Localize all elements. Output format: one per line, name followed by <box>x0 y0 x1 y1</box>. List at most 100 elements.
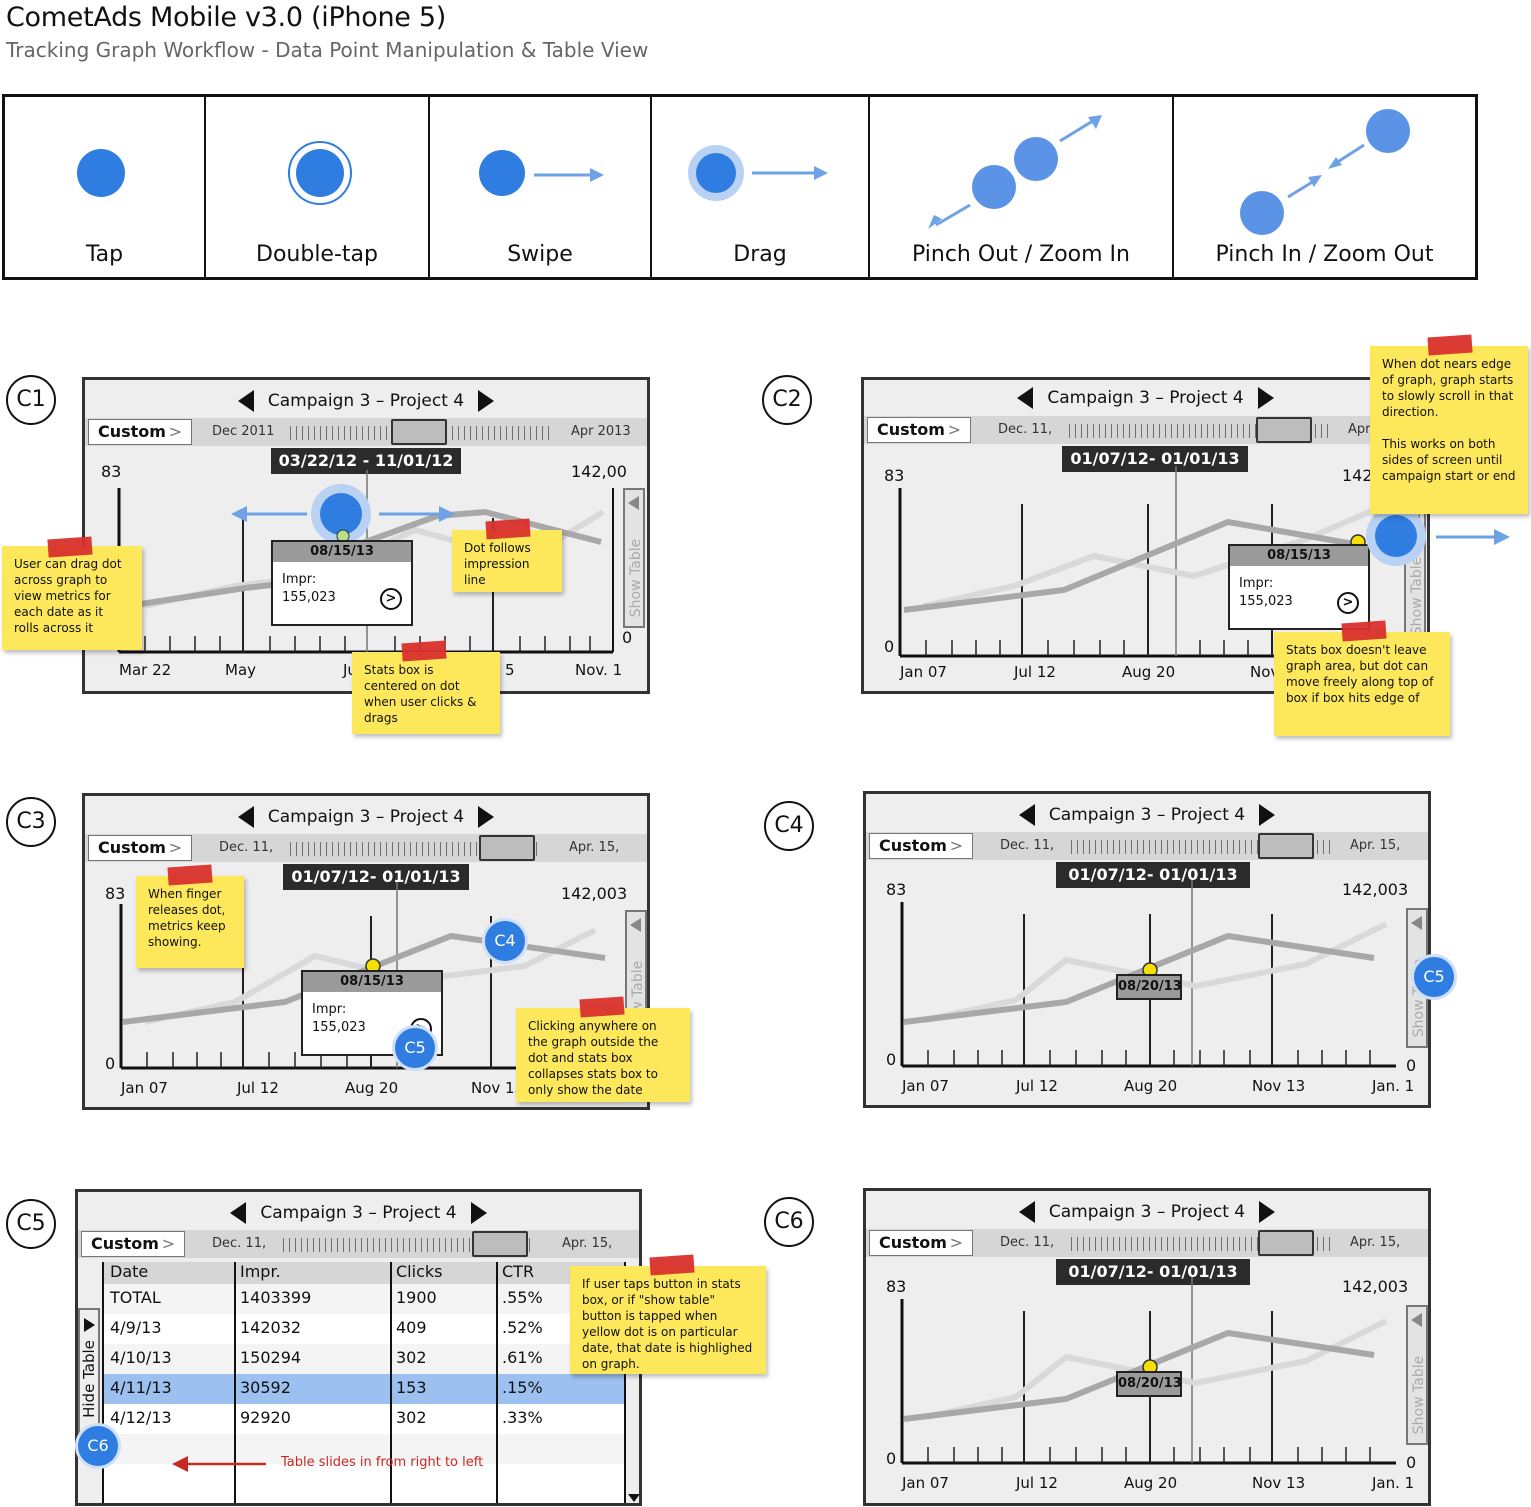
prev-campaign-icon[interactable] <box>237 390 254 412</box>
timeline-ticks <box>290 842 540 856</box>
hide-table-tab[interactable]: Hide Table <box>78 1308 100 1438</box>
drag-dot-c2[interactable] <box>1360 500 1520 572</box>
collapsed-date-chip[interactable]: 08/20/13 <box>1116 974 1182 1000</box>
y-axis-min-right: 0 <box>1406 1056 1417 1075</box>
y-axis-min: 0 <box>886 1449 897 1468</box>
gesture-label: Swipe <box>507 242 573 267</box>
marker-c4[interactable]: C4 <box>482 918 528 964</box>
prev-campaign-icon[interactable] <box>237 806 254 828</box>
x-axis-label: Jul 12 <box>1014 663 1056 681</box>
marker-c5[interactable]: C5 <box>392 1025 438 1071</box>
phone-screen-c6: Campaign 3 – Project 4 Custom> Dec. 11, … <box>863 1188 1431 1506</box>
timeline-bar: Custom> Dec. 11, Apr. 15, <box>866 1229 1428 1257</box>
x-axis-label: Aug 20 <box>345 1079 399 1097</box>
column-header[interactable]: Impr. <box>240 1262 281 1281</box>
graph-c1[interactable] <box>85 380 650 694</box>
marker-c5[interactable]: C5 <box>1411 954 1457 1000</box>
stats-box[interactable]: 08/15/13 Impr: 155,023 > <box>271 540 413 626</box>
column-header[interactable]: Date <box>110 1262 149 1281</box>
phone-screen-c4: Campaign 3 – Project 4 Custom> Dec. 11, … <box>863 791 1431 1108</box>
table-row[interactable] <box>104 1434 639 1464</box>
custom-range-button[interactable]: Custom> <box>869 1230 973 1256</box>
step-label-c3: C3 <box>6 797 56 847</box>
timeline-thumb[interactable] <box>391 419 447 445</box>
timeline-ticks <box>283 1238 533 1252</box>
campaign-title: Campaign 3 – Project 4 <box>1048 1202 1246 1222</box>
page-subtitle: Tracking Graph Workflow - Data Point Man… <box>6 38 649 62</box>
next-campaign-icon[interactable] <box>1259 804 1276 826</box>
show-table-tab[interactable]: Show Table <box>623 488 645 628</box>
stats-box[interactable]: 08/15/13 Impr: 155,023 > <box>1228 544 1370 630</box>
campaign-nav: Campaign 3 – Project 4 <box>85 386 647 416</box>
stats-value: 155,023 <box>1239 594 1293 609</box>
sticky-note: Clicking anywhere on the graph outside t… <box>516 1008 690 1102</box>
show-table-tab[interactable]: Show Table <box>1406 1305 1428 1445</box>
y-axis-max-left: 83 <box>884 466 905 485</box>
next-campaign-icon[interactable] <box>478 806 495 828</box>
next-campaign-icon[interactable] <box>478 390 495 412</box>
x-axis-label: Jul 12 <box>1016 1077 1058 1095</box>
next-campaign-icon[interactable] <box>1259 1201 1276 1223</box>
timeline-thumb[interactable] <box>479 835 535 861</box>
table-row[interactable] <box>104 1464 639 1494</box>
x-axis-label: Aug 20 <box>1122 663 1176 681</box>
graph-c4[interactable] <box>866 794 1431 1108</box>
stats-label: Impr: <box>312 1002 347 1017</box>
column-header[interactable]: CTR <box>502 1262 535 1281</box>
custom-range-button[interactable]: Custom> <box>867 417 971 443</box>
timeline-thumb[interactable] <box>1256 417 1312 443</box>
date-range-label: 01/07/12- 01/01/13 <box>1062 446 1248 472</box>
sticky-note: Stats box is centered on dot when user c… <box>352 652 500 734</box>
sticky-note: If user taps button in stats box, or if … <box>570 1266 766 1374</box>
stats-detail-button[interactable]: > <box>1337 592 1359 614</box>
marker-c6[interactable]: C6 <box>75 1423 121 1469</box>
x-axis-label: Nov <box>1250 663 1280 681</box>
pinch-out-icon <box>928 115 1102 229</box>
stats-detail-button[interactable]: > <box>380 588 402 610</box>
graph-c6[interactable] <box>866 1191 1431 1506</box>
timeline-start-date: Dec. 11, <box>219 840 274 855</box>
y-axis-min: 0 <box>105 1054 116 1073</box>
collapsed-date-chip[interactable]: 08/20/13 <box>1116 1371 1182 1397</box>
custom-range-button[interactable]: Custom> <box>88 835 192 861</box>
x-axis-label: Nov. 1 <box>575 661 623 679</box>
y-axis-max-left: 83 <box>101 462 122 481</box>
timeline-end-date: Apr 2013 <box>571 424 631 439</box>
campaign-title: Campaign 3 – Project 4 <box>1048 805 1246 825</box>
slide-arrow <box>172 1456 266 1472</box>
custom-range-button[interactable]: Custom> <box>81 1231 185 1257</box>
prev-campaign-icon[interactable] <box>230 1202 247 1224</box>
timeline-thumb[interactable] <box>1258 1230 1314 1256</box>
next-campaign-icon[interactable] <box>470 1202 487 1224</box>
drag-icon <box>688 145 828 201</box>
date-range-label: 01/07/12- 01/01/13 <box>1056 1259 1250 1285</box>
next-campaign-icon[interactable] <box>1257 387 1274 409</box>
column-divider <box>496 1262 498 1503</box>
custom-range-button[interactable]: Custom> <box>88 419 192 445</box>
column-header[interactable]: Clicks <box>396 1262 443 1281</box>
scroll-down-icon[interactable] <box>628 1494 639 1502</box>
x-axis-label: Jan. 1 <box>1372 1077 1415 1095</box>
stats-value: 155,023 <box>312 1020 366 1035</box>
y-axis-max-right: 142 <box>1342 466 1373 485</box>
prev-campaign-icon[interactable] <box>1017 387 1034 409</box>
tap-icon <box>77 149 125 197</box>
prev-campaign-icon[interactable] <box>1018 1201 1035 1223</box>
gesture-legend: Tap Double-tap Swipe Drag Pinch Out / Zo… <box>2 94 1478 280</box>
prev-campaign-icon[interactable] <box>1018 804 1035 826</box>
y-axis-max-right: 142,00 <box>571 462 627 481</box>
gesture-label: Pinch In / Zoom Out <box>1215 242 1434 267</box>
x-axis-label: May <box>225 661 257 679</box>
tape <box>1427 334 1473 356</box>
tape <box>47 536 93 558</box>
timeline-thumb[interactable] <box>1258 833 1314 859</box>
x-axis-label: Nov 13 <box>471 1079 525 1097</box>
timeline-end-date: Apr. 15, <box>1350 1235 1401 1250</box>
timeline-thumb[interactable] <box>472 1231 528 1257</box>
custom-range-button[interactable]: Custom> <box>869 833 973 859</box>
